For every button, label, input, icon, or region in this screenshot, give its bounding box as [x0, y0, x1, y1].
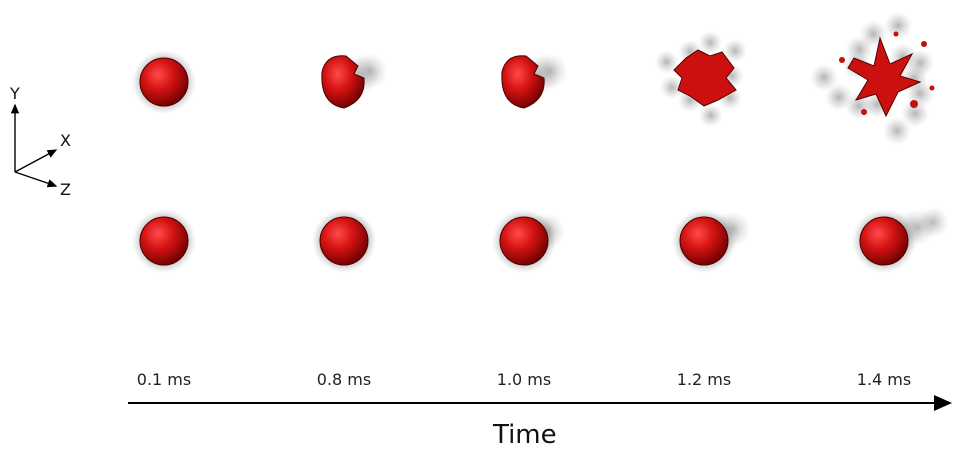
fragment-4-4 [929, 85, 935, 91]
y-axis-label: Y [10, 84, 20, 103]
bottom-droplet-0 [139, 216, 189, 266]
top-row-droplet-group-1 [321, 53, 388, 109]
bottom-row-droplet-group-4 [852, 206, 950, 273]
coordinate-key [10, 103, 58, 188]
top-droplet-1 [321, 55, 365, 109]
top-droplet-2 [501, 55, 545, 109]
top-row-droplet-group-4 [810, 11, 935, 145]
frame-4 [810, 11, 950, 273]
time-label-4: 1.4 ms [856, 370, 912, 389]
time-label-0: 0.1 ms [136, 370, 192, 389]
mist-3-8 [723, 38, 748, 63]
frame-3 [654, 30, 751, 273]
mist-4-13 [906, 48, 935, 77]
top-droplet-0 [139, 57, 189, 107]
time-label-3: 1.2 ms [676, 370, 732, 389]
bottom-droplet-3 [679, 216, 729, 266]
mist-4-6 [824, 83, 853, 112]
frame-0 [132, 50, 196, 273]
bottom-row-droplet-group-2 [492, 209, 566, 273]
bottom-row-droplet-group-0 [132, 209, 196, 273]
frame-2 [492, 53, 568, 273]
z-axis-arrow [14, 171, 58, 188]
x-axis-arrow [14, 149, 58, 173]
time-axis-title: Time [493, 420, 557, 450]
bottom-droplet-1 [319, 216, 369, 266]
bottom-droplet-2 [499, 216, 549, 266]
mist-4-2 [901, 99, 930, 128]
wake-mist-b4-2 [917, 206, 950, 238]
mist-3-2 [698, 103, 723, 128]
fragment-4-1 [921, 41, 927, 47]
mist-4-11 [884, 11, 913, 40]
fragment-4-2 [910, 100, 918, 108]
fragment-4-0 [839, 57, 845, 63]
bottom-row-droplet-group-3 [672, 209, 751, 273]
top-row-droplet-group-0 [132, 50, 196, 114]
mist-4-7 [810, 63, 839, 92]
bottom-droplet-4 [859, 216, 909, 266]
x-axis-label: X [60, 131, 71, 150]
bottom-row-droplet-group-1 [312, 209, 376, 273]
top-droplet-3 [673, 49, 737, 107]
mist-3-5 [654, 49, 679, 74]
top-row-droplet-group-3 [654, 30, 748, 128]
mist-4-10 [859, 20, 888, 49]
frame-1 [312, 53, 388, 273]
time-label-2: 1.0 ms [496, 370, 552, 389]
z-axis-label: Z [60, 180, 71, 199]
top-row-droplet-group-2 [501, 53, 568, 109]
fragment-4-5 [893, 31, 899, 37]
top-droplet-4 [847, 36, 922, 118]
frames-layer [132, 11, 950, 273]
mist-3-7 [698, 30, 723, 55]
fragment-4-3 [861, 109, 867, 115]
mist-4-3 [883, 116, 912, 145]
mist-3-4 [659, 75, 684, 100]
time-label-1: 0.8 ms [316, 370, 372, 389]
